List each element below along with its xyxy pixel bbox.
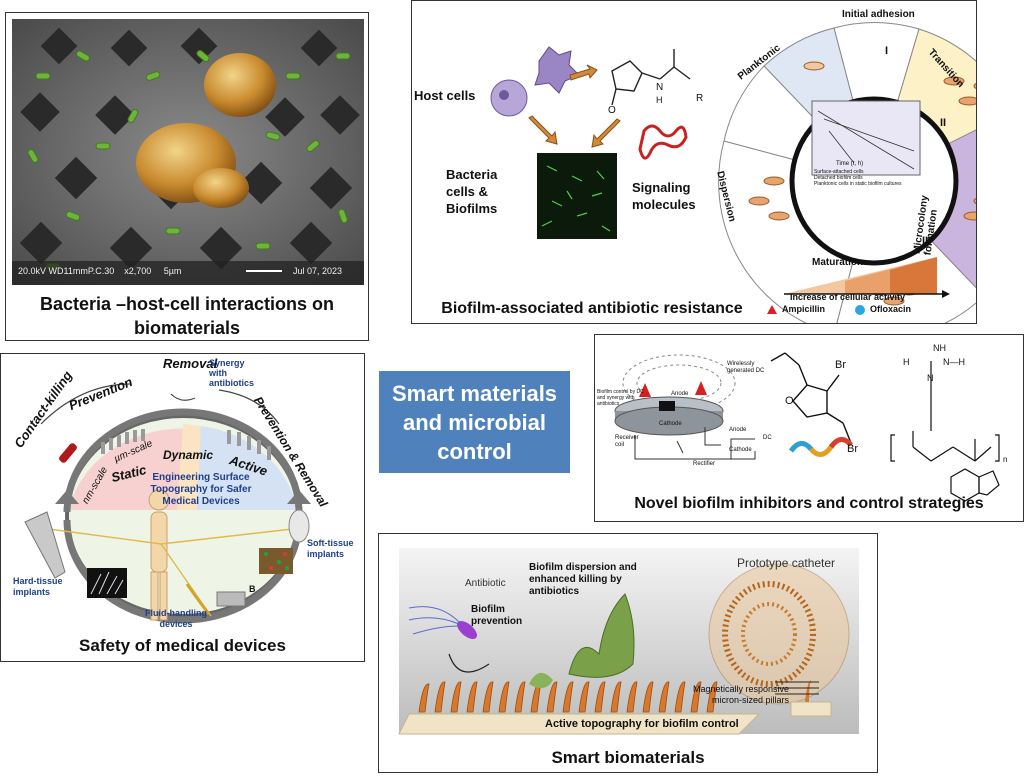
removal-label: Removal [163, 356, 218, 371]
contact-killing-icon [59, 443, 77, 463]
dispersion-label: Biofilm dispersion and enhanced killing … [529, 562, 637, 597]
fluid-handling-label: Fluid-handling devices [145, 608, 207, 629]
ampicillin-marker [767, 305, 777, 314]
receiver-coil-label: Receiver coil [615, 435, 639, 448]
panel-inhibitors: Wirelessly generated DC Biofilm control … [594, 334, 1024, 522]
chem-o: O [608, 105, 616, 116]
host-cells-label: Host cells [414, 88, 476, 103]
panel-sem-caption: Bacteria –host-cell interactions on biom… [39, 294, 335, 338]
inner-plot-time-label: Time (t, h) [836, 161, 864, 167]
device-diagram [24, 383, 311, 624]
catheter [708, 563, 850, 705]
chem-h-left: H [903, 357, 910, 367]
panel-smart: Prototype catheter Antibiotic Biofilm di… [378, 533, 878, 773]
antibiotic-label: Antibiotic [465, 578, 506, 589]
sem-image [12, 19, 364, 285]
sem-scale-text: 20.0kV WD11mmP.C.30 x2,700 5µm [18, 266, 182, 276]
inner-plot-legend-2: Detached biofilm cells [814, 175, 863, 181]
dc-label: DC [763, 435, 772, 441]
inner-plot-legend-1: Surface-attached cells [814, 169, 864, 175]
synergy-label: Synergy with antibiotics [209, 358, 255, 388]
activity-label: Increase of cellular activity [790, 292, 906, 302]
cathode2-label: Cathode [729, 447, 752, 453]
chem-r: R [696, 93, 704, 104]
peptide-structure [890, 361, 1000, 502]
biofilm-diagram [490, 22, 976, 323]
chem-n-sub: n [1003, 455, 1008, 464]
base-plate [398, 713, 761, 735]
rectifier-label: Rectifier [693, 461, 716, 467]
center-engineering-text: Engineering Surface Topography for Safer… [150, 472, 252, 507]
anode-label: Anode [671, 391, 689, 397]
legend-ampicillin: Ampicillin [782, 304, 826, 314]
fluid-device [185, 583, 211, 615]
chem-n-mid: N [927, 373, 934, 383]
host-cell-icon [534, 46, 580, 94]
hard-tissue-implant [24, 511, 66, 579]
ahl-structure [611, 49, 691, 106]
inhibitors-diagram [614, 352, 1000, 502]
anode2-label: Anode [729, 427, 747, 433]
signaling-label: Signaling molecules [632, 180, 696, 212]
soft-tissue-implant [288, 509, 310, 543]
panel-device: Contact-killing Prevention Removal Syner… [0, 353, 365, 662]
stage-maturation: Maturation [812, 257, 864, 268]
panel-smart-caption: Smart biomaterials [551, 748, 705, 767]
prevention-arrow [40, 383, 132, 425]
biofilm-blob [568, 593, 635, 678]
roman-two: II [940, 117, 947, 129]
chem-nh2: N—H [943, 357, 965, 367]
chem-o: O [785, 395, 794, 407]
chem-n: N [656, 82, 664, 93]
active-topography-label: Active topography for biofilm control [545, 718, 739, 730]
cathode-label: Cathode [659, 421, 682, 427]
control-label: Biofilm control by DC and synergy with a… [597, 389, 644, 407]
center-title: Smart materials and microbial control [379, 371, 570, 473]
protein-ribbon [638, 124, 688, 160]
host-cell [204, 53, 276, 117]
inner-plot-legend-3: Planktonic cells in static biofilm cultu… [814, 181, 902, 187]
prevention-label: Biofilm prevention [471, 604, 523, 627]
chem-nh-top: NH [933, 343, 946, 353]
chem-br-1: Br [835, 359, 846, 371]
human-figure [148, 489, 170, 621]
prototype-label: Prototype catheter [737, 556, 836, 570]
bacteria-cells-label: Bacteria cells & Biofilms [446, 167, 498, 216]
soft-tissue-label: Soft-tissue implants [307, 538, 354, 559]
panel-device-caption: Safety of medical devices [79, 636, 286, 655]
stage-initial-adhesion: Initial adhesion [842, 9, 915, 20]
roman-three: III [922, 235, 932, 247]
wireless-label: Wirelessly generated DC [727, 361, 765, 374]
soft-tissue-micrograph [259, 548, 293, 574]
furanone-structure [770, 352, 852, 444]
sector-dynamic: Dynamic [163, 448, 214, 462]
host-cell-icon [490, 79, 528, 117]
hard-tissue-label: Hard-tissue implants [13, 576, 63, 597]
flagellated-bacterium [457, 621, 477, 639]
sem-date: Jul 07, 2023 [293, 266, 343, 276]
host-cell [193, 168, 249, 208]
panel-inhibitors-caption: Novel biofilm inhibitors and control str… [634, 495, 984, 512]
panel-biofilm: Host cells Bacteria cells & Biofilms Sig… [411, 0, 977, 324]
magnetic-label: Magnetically responsive micron-sized pil… [692, 684, 789, 705]
chem-br-2: Br [847, 443, 858, 455]
b-label: B [249, 584, 256, 594]
roman-one: I [885, 45, 889, 57]
pillars [418, 681, 718, 713]
legend-ofloxacin: Ofloxacin [870, 304, 912, 314]
panel-biofilm-caption: Biofilm-associated antibiotic resistance [441, 300, 743, 317]
biofilm-micrograph [537, 153, 617, 239]
chem-h: H [656, 95, 663, 105]
panel-sem: 20.0kV WD11mmP.C.30 x2,700 5µm Jul 07, 2… [5, 12, 369, 341]
smart-diagram [398, 548, 859, 735]
ofloxacin-marker [855, 305, 865, 315]
